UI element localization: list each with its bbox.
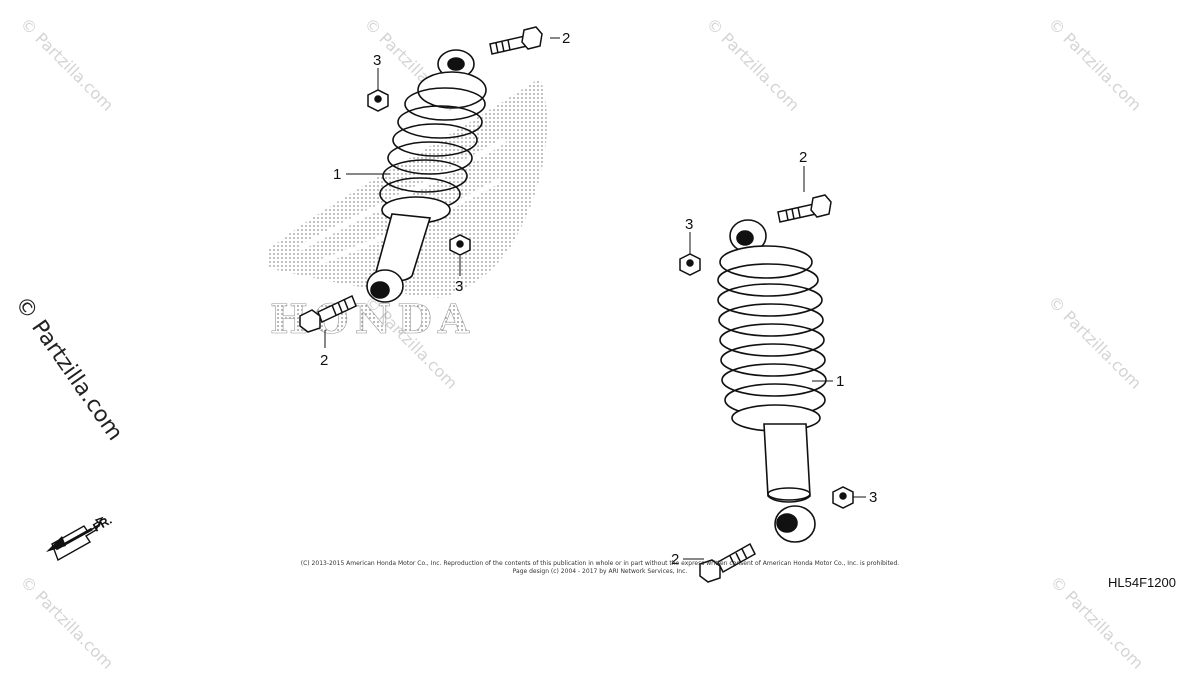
left-top-flange-nut [367, 89, 389, 112]
callout-left-shock: 1 [333, 166, 341, 183]
right-bottom-bolt [699, 542, 756, 583]
parts-diagram: © Partzilla.com © Partzilla.com © Partzi… [10, 14, 1176, 673]
copyright-line: Page design (c) 2004 - 2017 by ARI Netwo… [512, 568, 688, 575]
right-top-bolt [777, 194, 832, 223]
callout-right-shock: 1 [836, 373, 844, 390]
front-direction-arrow-icon [46, 516, 104, 562]
callout-right-top-bolt: 2 [799, 149, 807, 166]
left-shock-absorber [366, 49, 487, 303]
right-shock-absorber [717, 219, 827, 543]
callout-right-top-nut: 3 [685, 216, 693, 233]
callout-right-bottom-nut: 3 [869, 489, 877, 506]
callout-left-top-bolt: 2 [562, 30, 570, 47]
diagram-drawing: HONDA [46, 26, 877, 583]
callout-right-bottom-bolt: 2 [671, 551, 679, 568]
callout-left-bottom-bolt: 2 [320, 352, 328, 369]
copyright-notice: (C) 2013-2015 American Honda Motor Co., … [300, 560, 900, 576]
leader-lines [324, 37, 866, 560]
left-top-bolt [489, 26, 543, 55]
callout-left-top-nut: 3 [373, 52, 381, 69]
right-top-flange-nut [679, 253, 701, 276]
right-bottom-flange-nut [832, 486, 854, 509]
copyright-line: (C) 2013-2015 American Honda Motor Co., … [300, 560, 900, 567]
left-bottom-bolt [299, 294, 357, 333]
diagram-code: HL54F1200 [1108, 575, 1176, 590]
callout-left-bottom-nut: 3 [455, 278, 463, 295]
left-bottom-flange-nut [449, 234, 471, 256]
